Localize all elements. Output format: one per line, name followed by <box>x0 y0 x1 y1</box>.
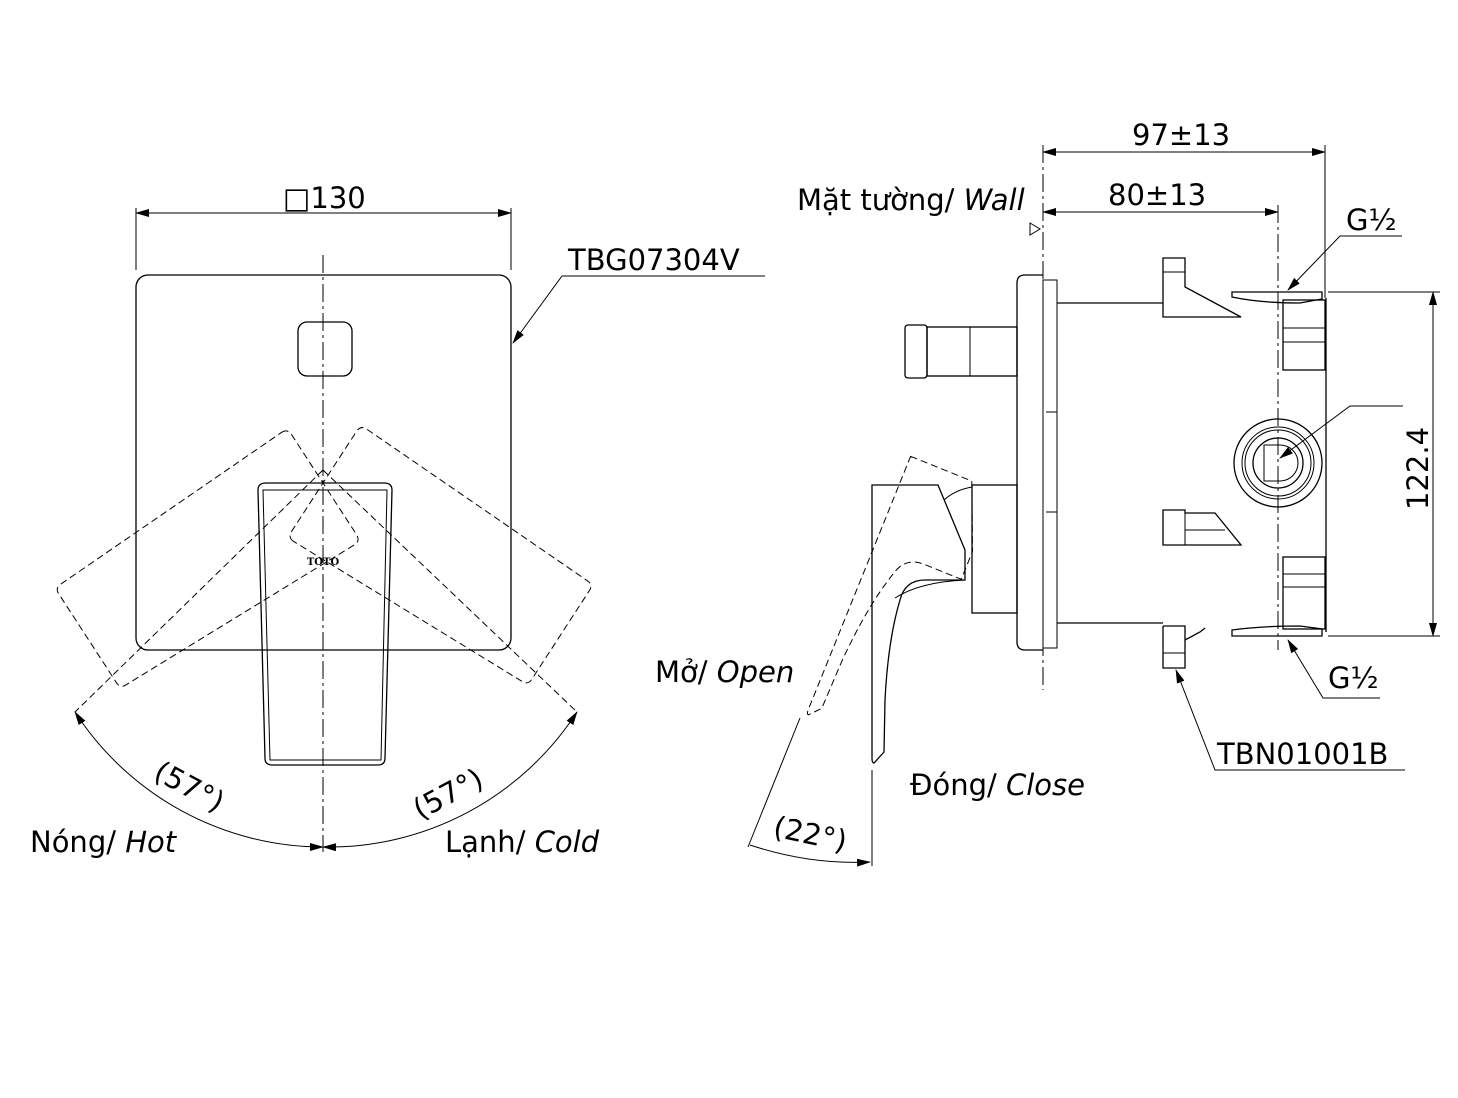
rotation-guide <box>74 469 324 713</box>
lever-contour <box>894 579 966 599</box>
outlet-bore <box>1252 437 1304 489</box>
width-dimension: □130 <box>283 181 366 215</box>
hot-angle-arc <box>74 711 324 851</box>
inlet-bottom <box>1231 625 1323 637</box>
plate-flange <box>1042 279 1058 649</box>
outlet-plug <box>1263 444 1299 482</box>
mounting-lug-bottom <box>1162 625 1206 669</box>
cold-angle-arc <box>322 711 578 852</box>
outlet-ring <box>1241 426 1315 500</box>
hot-angle: (57°) <box>149 754 230 819</box>
inlet-bottom-label: G½ <box>1328 661 1379 695</box>
diverter-stem <box>926 326 1018 377</box>
lever-handle-inner <box>262 489 388 761</box>
wall-marker-icon <box>1029 222 1041 236</box>
outlet-port <box>1233 418 1323 508</box>
lever-joint <box>943 486 973 501</box>
body-model-label: TBN01001B <box>1216 737 1388 771</box>
cold-label: Lạnh/ Cold <box>445 825 600 859</box>
overall-depth: 97±13 <box>1132 118 1230 152</box>
body-model-leader <box>1175 669 1405 771</box>
mounting-lug-top <box>1162 257 1242 318</box>
lever-cold-position <box>289 427 592 684</box>
diverter-knob <box>904 324 928 379</box>
outlet-leader <box>1279 405 1403 459</box>
wall-label: Mặt tường/ Wall <box>797 183 1025 217</box>
height-dimension: 122.4 <box>1401 427 1435 510</box>
diverter-button <box>297 321 353 377</box>
inlet-top <box>1231 291 1323 304</box>
front-view: □130 TOTO (57°) (57°) Nóng/ Hot Lạnh/ Co… <box>30 181 765 859</box>
side-cover-plate <box>1016 274 1043 651</box>
inlet-bottom-leader <box>1287 639 1380 699</box>
body-depth: 80±13 <box>1108 178 1206 212</box>
cover-model-leader <box>512 275 765 344</box>
open-angle: (22°) <box>771 810 850 859</box>
lever-handle <box>257 482 393 766</box>
outlet-ring <box>1244 429 1312 497</box>
brand-logo: TOTO <box>307 557 340 568</box>
open-reference-line <box>747 717 801 848</box>
hot-label: Nóng/ Hot <box>30 825 178 859</box>
side-lever-open <box>806 455 973 716</box>
cover-model-label: TBG07304V <box>567 243 740 277</box>
side-view: 97±13 80±13 Mặt tường/ Wall <box>655 118 1440 867</box>
mounting-lug-middle <box>1162 509 1243 546</box>
lever-hot-position <box>56 430 359 687</box>
rotation-guide <box>322 469 578 713</box>
inlet-top-leader <box>1287 235 1402 291</box>
cold-angle: (57°) <box>407 761 488 826</box>
handle-sleeve <box>971 484 1018 614</box>
inlet-top-label: G½ <box>1346 203 1397 237</box>
inlet-bottom-thread <box>1282 556 1326 630</box>
side-lever-closed <box>871 484 966 764</box>
open-label: Mở/ Open <box>655 655 794 689</box>
open-angle-arc <box>749 844 871 867</box>
inlet-top-thread <box>1282 299 1326 371</box>
close-label: Đóng/ Close <box>910 768 1085 802</box>
